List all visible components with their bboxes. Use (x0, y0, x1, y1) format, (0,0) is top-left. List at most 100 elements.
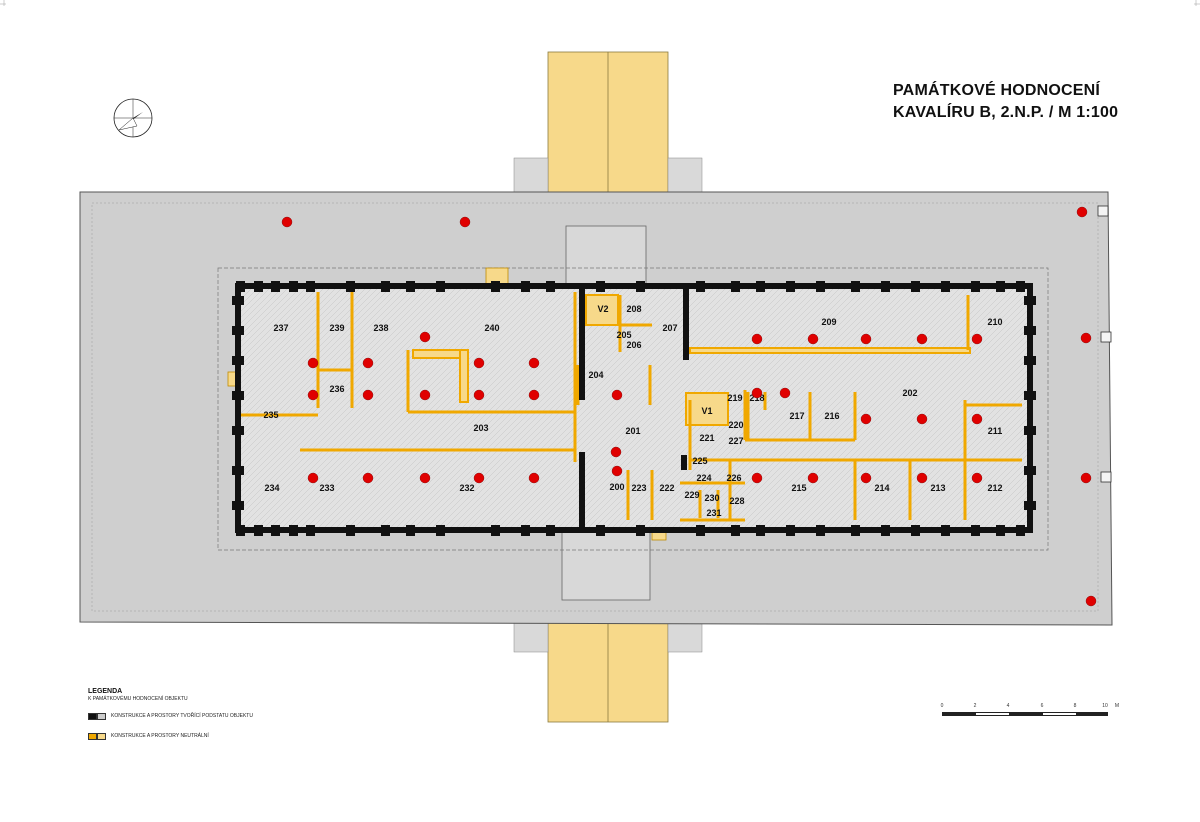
pilaster (696, 281, 705, 292)
assessment-marker (459, 216, 471, 228)
pilaster (1024, 426, 1036, 435)
assessment-marker (307, 357, 319, 369)
assessment-marker (1085, 595, 1097, 607)
assessment-marker (611, 465, 623, 477)
pilaster (596, 525, 605, 536)
pilaster (232, 391, 244, 400)
assessment-marker (860, 472, 872, 484)
pilaster (381, 525, 390, 536)
building-floor (236, 283, 1032, 533)
assessment-marker (473, 357, 485, 369)
pilaster (271, 525, 280, 536)
room-label: 208 (626, 304, 641, 314)
perimeter-walls (235, 283, 1033, 533)
assessment-marker (807, 333, 819, 345)
pilaster (254, 281, 263, 292)
room-label: 216 (824, 411, 839, 421)
pilaster (1024, 391, 1036, 400)
pilaster (1024, 501, 1036, 510)
room-label: 226 (726, 473, 741, 483)
assessment-marker (419, 472, 431, 484)
pilaster (1024, 296, 1036, 305)
assessment-marker (779, 387, 791, 399)
assessment-marker (1080, 472, 1092, 484)
title-line-2: KAVALÍRU B, 2.N.P. / M 1:100 (893, 104, 1119, 121)
scale-tick: 8 (1073, 703, 1077, 709)
pilaster (596, 281, 605, 292)
assessment-marker (971, 333, 983, 345)
north-arrow-icon (113, 98, 153, 138)
legend-swatch-light-yellow (97, 732, 106, 740)
pilaster (786, 525, 795, 536)
assessment-marker (362, 357, 374, 369)
scale-tick: 0 (940, 703, 944, 709)
assessment-marker (860, 413, 872, 425)
pilaster (491, 281, 500, 292)
assessment-marker (860, 333, 872, 345)
pilaster (816, 525, 825, 536)
pilaster (254, 525, 263, 536)
room-label: 206 (626, 340, 641, 350)
legend-item-base: KONSTRUKCE A PROSTORY TVOŘÍCÍ PODSTATU O… (88, 711, 348, 721)
assessment-marker (610, 446, 622, 458)
assessment-marker (528, 357, 540, 369)
room-label: 227 (728, 436, 743, 446)
markers (281, 206, 1097, 607)
room-label: 230 (704, 493, 719, 503)
room-label: 223 (631, 483, 646, 493)
pilaster (1024, 466, 1036, 475)
pilaster (731, 525, 740, 536)
pilasters (232, 281, 1036, 536)
legend: LEGENDA K PAMÁTKOVÉMU HODNOCENÍ OBJEKTU … (88, 688, 348, 751)
pilaster (346, 281, 355, 292)
pilaster (941, 525, 950, 536)
room-label: 200 (609, 482, 624, 492)
assessment-marker (751, 472, 763, 484)
assessment-marker (419, 331, 431, 343)
legend-title: LEGENDA (88, 688, 123, 695)
pilaster (996, 525, 1005, 536)
room-label: 224 (696, 473, 711, 483)
assessment-marker (751, 387, 763, 399)
pilaster (851, 525, 860, 536)
room-label: 236 (329, 384, 344, 394)
assessment-marker (281, 216, 293, 228)
scale-tick: 4 (1006, 703, 1010, 709)
pilaster (971, 281, 980, 292)
scale-unit: M (1114, 703, 1120, 709)
pilaster (816, 281, 825, 292)
room-label: 235 (263, 410, 278, 420)
room-label: 221 (699, 433, 714, 443)
pilaster (232, 501, 244, 510)
pilaster (941, 281, 950, 292)
room-label: 231 (706, 508, 721, 518)
room-label: 207 (662, 323, 677, 333)
legend-item-neutral: KONSTRUKCE A PROSTORY NEUTRÁLNÍ (88, 731, 348, 741)
pilaster (306, 281, 315, 292)
room-label: 222 (659, 483, 674, 493)
assessment-marker (362, 472, 374, 484)
edge-markers (1097, 205, 1112, 483)
pilaster (381, 281, 390, 292)
pilaster (491, 525, 500, 536)
room-label: 214 (874, 483, 889, 493)
neutral-walls (240, 292, 1022, 522)
pilaster (911, 525, 920, 536)
north-bridge (513, 51, 703, 193)
pilaster (236, 525, 245, 536)
legend-swatch-dark (88, 712, 97, 720)
pilaster (232, 426, 244, 435)
legend-swatch-yellow (88, 732, 97, 740)
pilaster (436, 525, 445, 536)
pilaster (232, 466, 244, 475)
south-stair-block (561, 529, 651, 601)
pilaster (271, 281, 280, 292)
pilaster (756, 525, 765, 536)
scale-tick: 10 (1102, 703, 1108, 709)
assessment-marker (528, 389, 540, 401)
pilaster (881, 281, 890, 292)
neutral-blocks (412, 294, 971, 426)
room-label: 228 (729, 496, 744, 506)
south-bridge (513, 621, 703, 723)
